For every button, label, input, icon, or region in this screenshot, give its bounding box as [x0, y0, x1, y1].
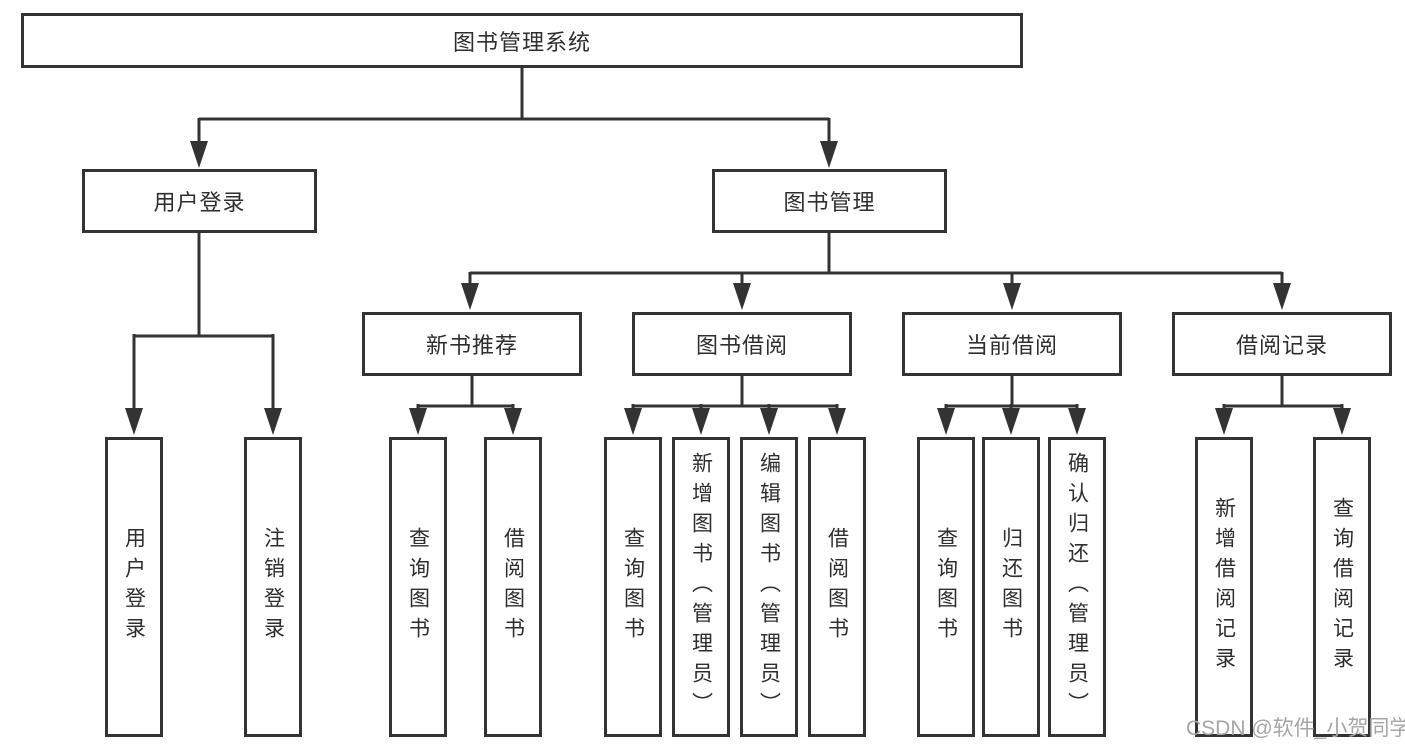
- node-current-borrowing: 当前借阅: [902, 312, 1122, 376]
- leaf-label: 注销登录: [261, 527, 285, 647]
- node-leaf-user-login: 用户登录: [105, 437, 163, 737]
- node-leaf-borrow-books-2: 借阅图书: [808, 437, 866, 737]
- arrowhead-icon: [1002, 408, 1020, 435]
- csdn-watermark: CSDN @软件_小贺同学: [1186, 717, 1405, 740]
- leaf-label: 查询图书: [406, 527, 430, 647]
- node-leaf-add-borrow-record: 新增借阅记录: [1195, 437, 1253, 737]
- leaf-label: 查询图书: [934, 527, 958, 647]
- arrowhead-icon: [820, 141, 838, 168]
- arrowhead-icon: [190, 141, 208, 168]
- leaf-label: 新增图书（管理员）: [689, 452, 713, 722]
- leaf-label: 新增借阅记录: [1212, 497, 1236, 677]
- leaf-label: 确认归还（管理员）: [1065, 452, 1089, 722]
- node-leaf-logout: 注销登录: [244, 437, 302, 737]
- node-book-management-group: 图书管理: [712, 169, 947, 233]
- node-leaf-confirm-return-admin: 确认归还（管理员）: [1048, 437, 1106, 737]
- arrowhead-icon: [409, 408, 427, 435]
- node-user-login-group: 用户登录: [82, 169, 317, 233]
- arrowhead-icon: [1333, 408, 1351, 435]
- arrowhead-icon: [264, 408, 282, 435]
- node-leaf-edit-book-admin: 编辑图书（管理员）: [740, 437, 798, 737]
- node-leaf-query-books-1: 查询图书: [389, 437, 447, 737]
- node-leaf-query-borrow-record: 查询借阅记录: [1313, 437, 1371, 737]
- arrowhead-icon: [733, 283, 751, 310]
- leaf-label: 用户登录: [122, 527, 146, 647]
- arrowhead-icon: [760, 408, 778, 435]
- arrowhead-icon: [461, 283, 479, 310]
- node-new-book-recommendation: 新书推荐: [362, 312, 582, 376]
- node-leaf-borrow-books-1: 借阅图书: [484, 437, 542, 737]
- arrowhead-icon: [692, 408, 710, 435]
- leaf-label: 编辑图书（管理员）: [757, 452, 781, 722]
- arrowhead-icon: [1215, 408, 1233, 435]
- leaf-label: 借阅图书: [825, 527, 849, 647]
- arrowhead-icon: [1003, 283, 1021, 310]
- arrowhead-icon: [937, 408, 955, 435]
- arrowhead-icon: [1273, 283, 1291, 310]
- arrowhead-icon: [1068, 408, 1086, 435]
- node-leaf-query-books-3: 查询图书: [917, 437, 975, 737]
- node-leaf-return-books: 归还图书: [982, 437, 1040, 737]
- arrowhead-icon: [504, 408, 522, 435]
- node-borrowing-records: 借阅记录: [1172, 312, 1392, 376]
- leaf-label: 查询借阅记录: [1330, 497, 1354, 677]
- node-leaf-add-book-admin: 新增图书（管理员）: [672, 437, 730, 737]
- leaf-label: 借阅图书: [501, 527, 525, 647]
- node-book-borrowing: 图书借阅: [632, 312, 852, 376]
- arrowhead-icon: [828, 408, 846, 435]
- arrowhead-icon: [125, 408, 143, 435]
- node-book-management-system: 图书管理系统: [21, 13, 1023, 68]
- arrowhead-icon: [624, 408, 642, 435]
- node-leaf-query-books-2: 查询图书: [604, 437, 662, 737]
- leaf-label: 归还图书: [999, 527, 1023, 647]
- leaf-label: 查询图书: [621, 527, 645, 647]
